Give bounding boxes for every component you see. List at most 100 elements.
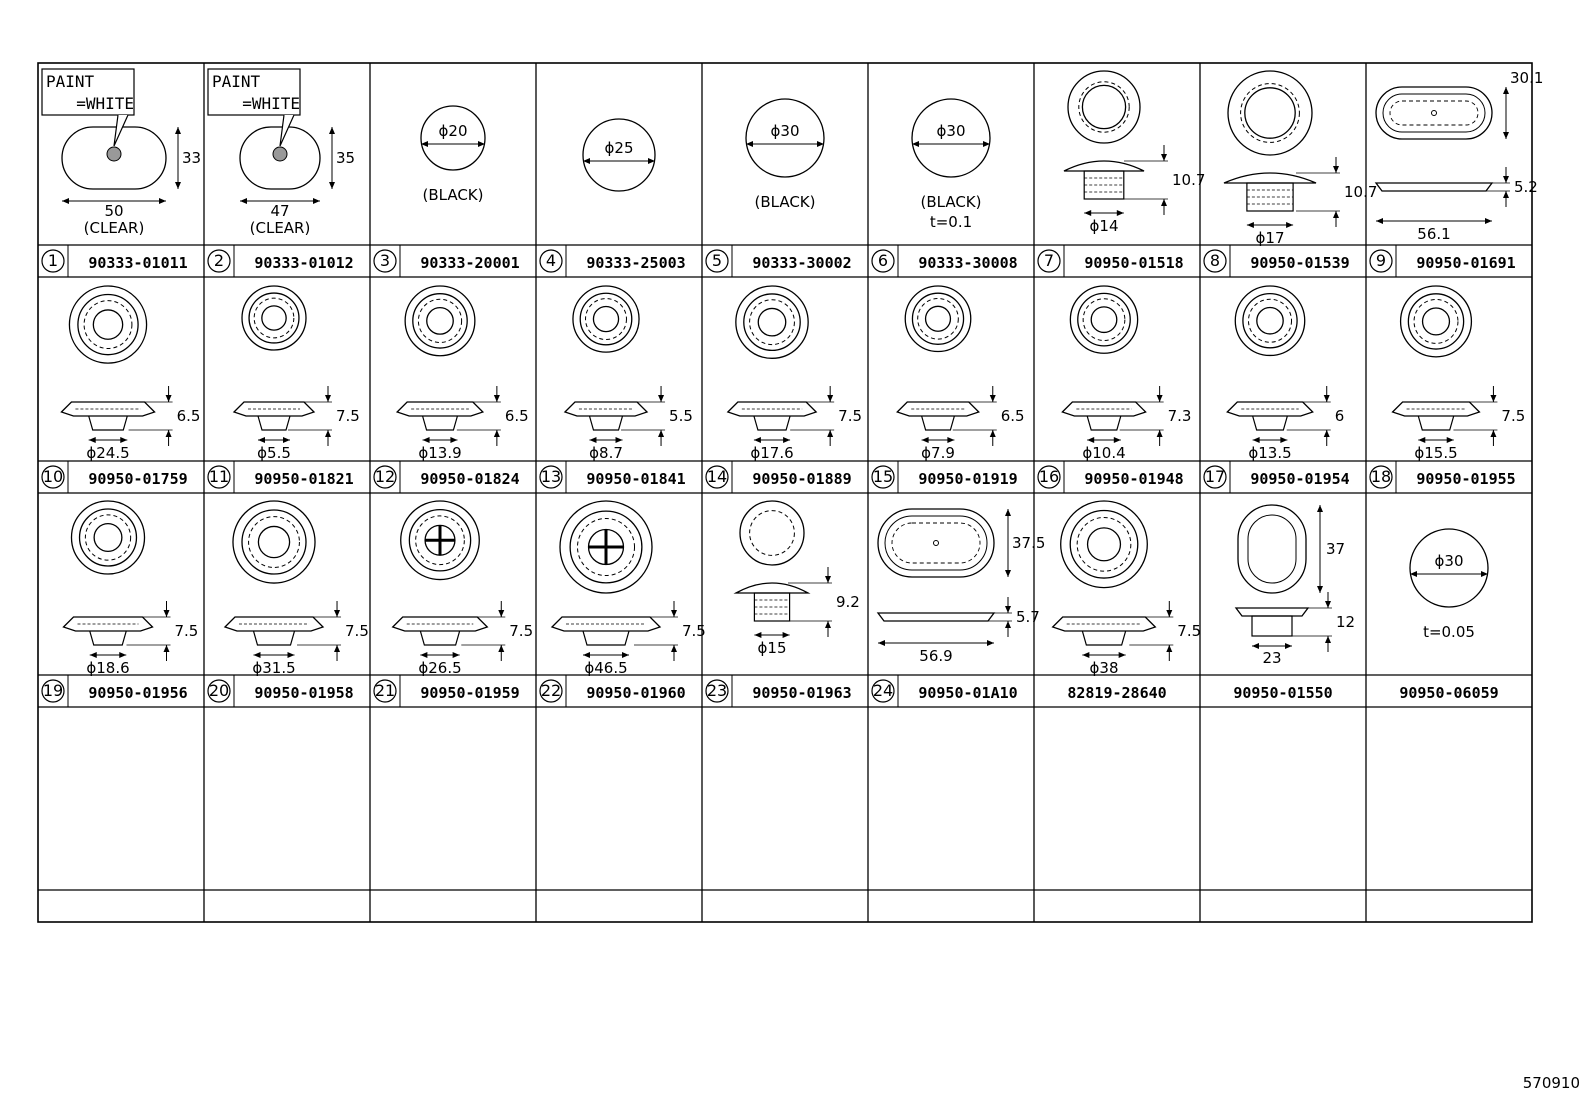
arrow-head xyxy=(1485,218,1492,224)
top-view xyxy=(559,500,653,594)
arrow-head xyxy=(825,621,831,628)
arrow-head xyxy=(878,640,885,646)
top-view-ring xyxy=(77,293,139,356)
top-view-hole xyxy=(1421,307,1451,336)
part-index: 16 xyxy=(1039,467,1059,486)
diameter-dimension: ϕ8.7 xyxy=(589,444,623,462)
arrow-head xyxy=(1503,132,1509,139)
arrow-head xyxy=(163,645,170,652)
top-view-ring xyxy=(891,522,981,564)
index-circle xyxy=(373,249,397,273)
plug-outline xyxy=(582,118,656,192)
top-view-ring xyxy=(83,300,133,349)
index-circle xyxy=(1037,465,1061,489)
height-dimension: 10.7 xyxy=(1172,171,1205,189)
arrow-head xyxy=(422,437,430,443)
side-view-body xyxy=(257,415,291,431)
arrow-head xyxy=(1005,570,1011,577)
arrow-head xyxy=(1286,222,1294,228)
side-view-body xyxy=(1086,415,1122,431)
top-view-hole xyxy=(1247,514,1297,584)
height-dimension: 6 xyxy=(1335,407,1345,425)
paint-label: PAINT xyxy=(46,72,95,91)
index-circle xyxy=(539,465,563,489)
arrow-head xyxy=(658,430,665,437)
paint-dot xyxy=(106,146,122,162)
arrow-head xyxy=(1503,176,1509,183)
top-view-inner xyxy=(749,510,795,556)
diameter-dimension: ϕ17.6 xyxy=(750,444,793,462)
width-dimension: 56.1 xyxy=(1417,225,1450,243)
side-view-body xyxy=(582,630,630,646)
side-view-body xyxy=(421,415,459,431)
arrow-head xyxy=(1333,166,1339,173)
part-number: 90950-01539 xyxy=(1250,254,1349,272)
top-view-ring xyxy=(1382,93,1486,133)
part-number: 90950-01889 xyxy=(752,470,851,488)
index-circle xyxy=(871,679,895,703)
top-view-ring xyxy=(1077,292,1131,347)
part-note: t=0.1 xyxy=(930,213,972,231)
top-view xyxy=(735,285,809,359)
part-index: 23 xyxy=(707,681,727,700)
part-index: 20 xyxy=(209,681,229,700)
arrow-head xyxy=(159,198,166,204)
part-number: 90333-01011 xyxy=(88,254,187,272)
sheet-reference: 570910 xyxy=(1522,1074,1580,1092)
part-number: 90950-01821 xyxy=(254,470,353,488)
plug-outline xyxy=(61,126,167,190)
arrow-head xyxy=(88,437,96,443)
arrow-head xyxy=(1481,571,1488,577)
arrow-head xyxy=(583,652,590,658)
part-note: t=0.05 xyxy=(1423,623,1475,641)
part-index: 17 xyxy=(1205,467,1225,486)
diameter-dimension: ϕ15 xyxy=(758,639,787,657)
diameter-dimension: ϕ10.4 xyxy=(1082,444,1125,462)
height-dimension: 7.5 xyxy=(682,622,706,640)
height-dimension: 5.2 xyxy=(1514,178,1538,196)
arrow-head xyxy=(1446,437,1454,443)
index-circle xyxy=(207,465,231,489)
side-view-body xyxy=(1417,415,1455,431)
part-index: 19 xyxy=(43,681,63,700)
arrow-head xyxy=(329,127,335,134)
top-view-ring xyxy=(84,514,132,561)
arrow-head xyxy=(817,141,824,147)
height-dimension: 5.7 xyxy=(1016,608,1040,626)
arrow-head xyxy=(498,645,505,652)
top-view-ring xyxy=(884,515,988,571)
top-view-hole xyxy=(92,309,124,340)
part-number: 90950-01824 xyxy=(420,470,519,488)
side-view-body xyxy=(89,630,127,646)
top-view xyxy=(904,285,972,353)
side-view-cap xyxy=(1063,160,1145,172)
arrow-head xyxy=(120,437,128,443)
